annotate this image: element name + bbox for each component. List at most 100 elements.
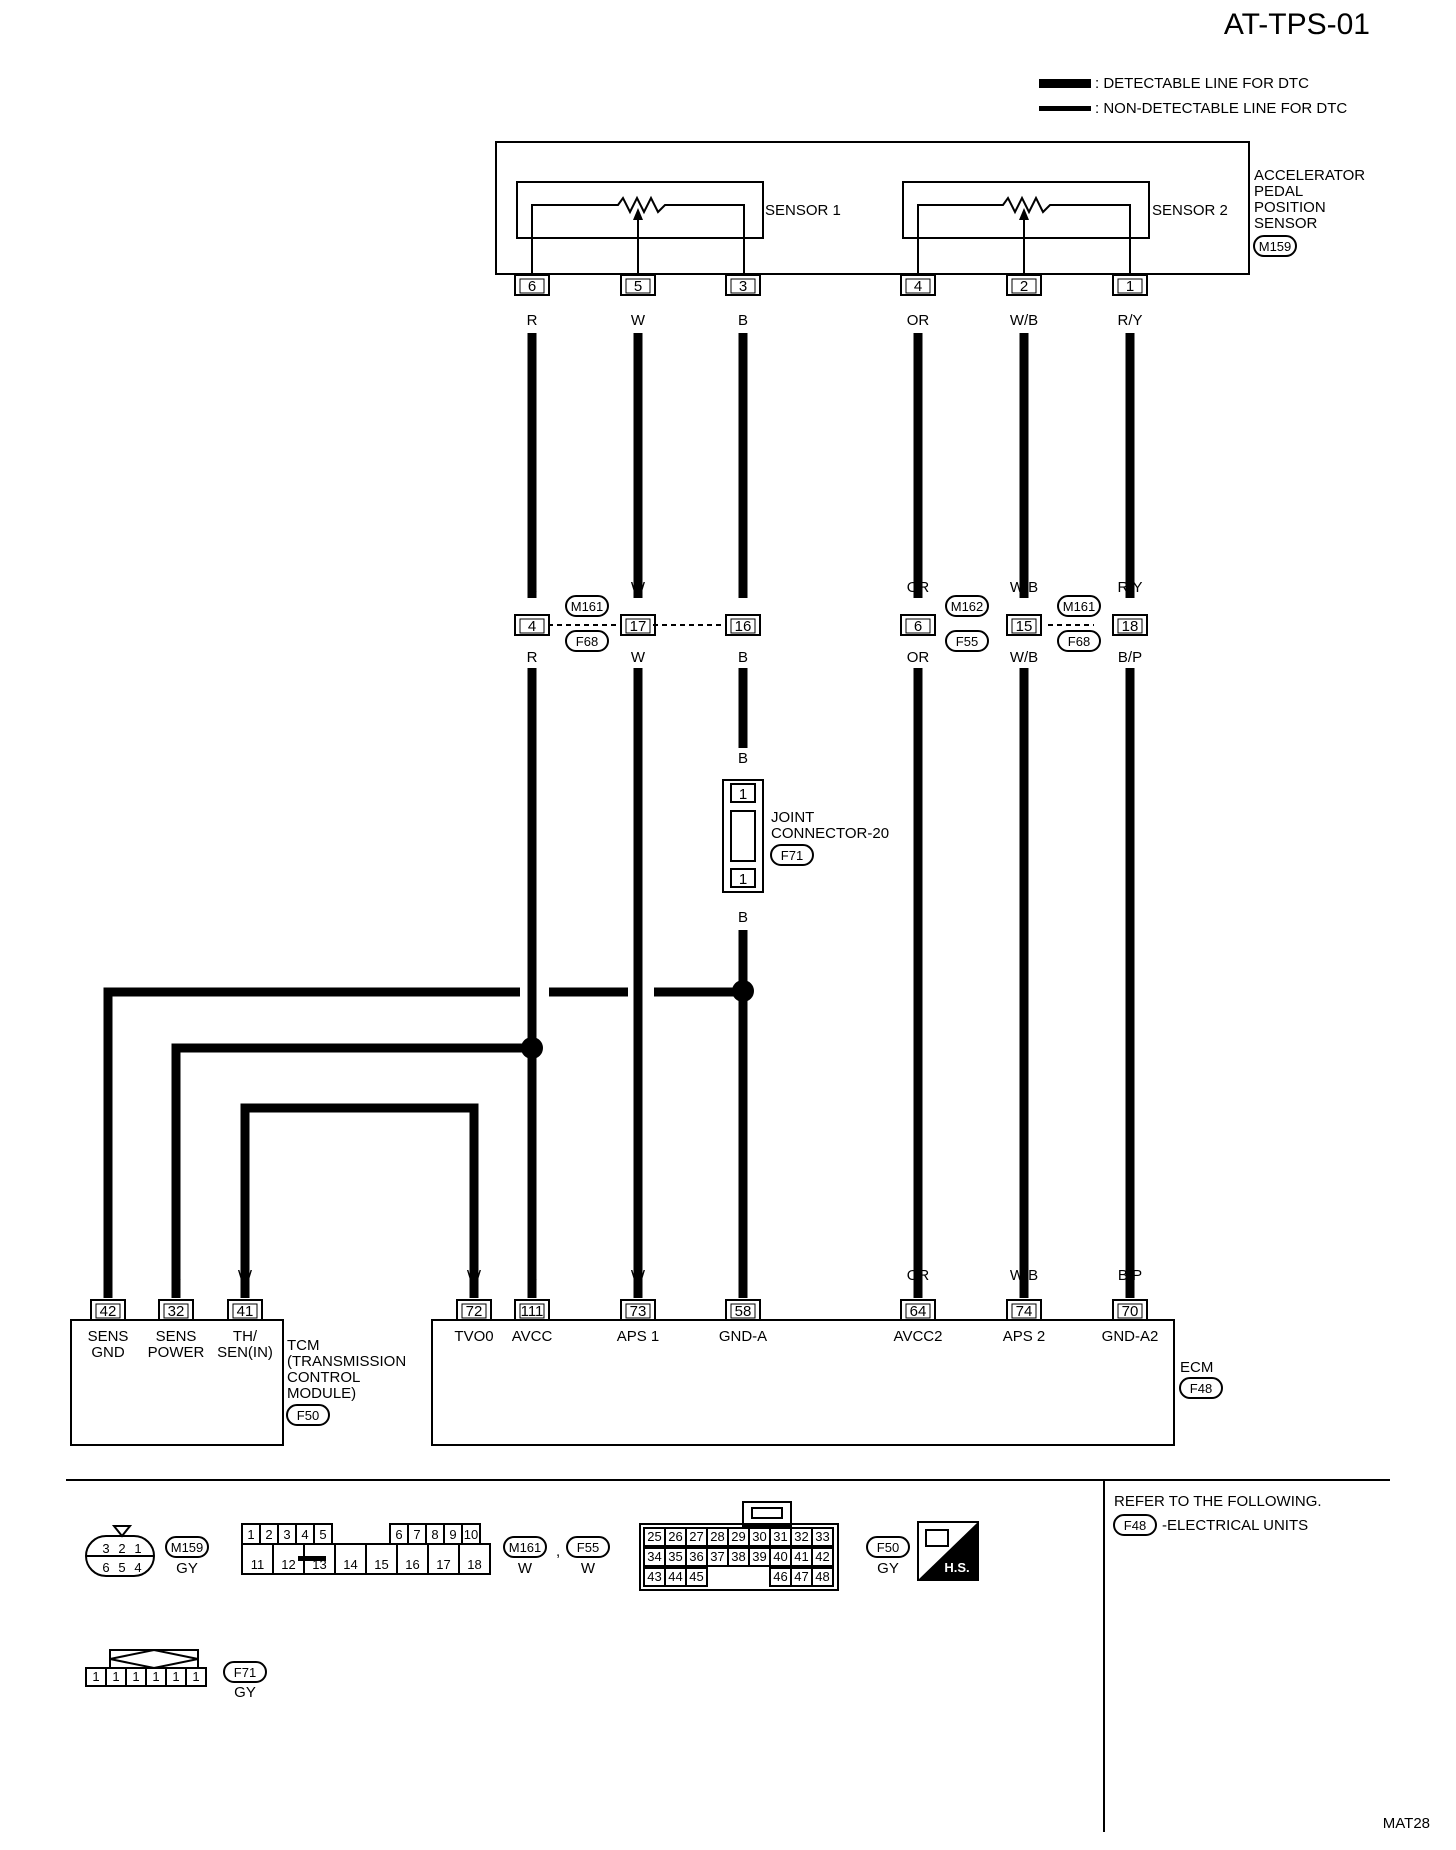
ecm-label: ECM <box>1180 1359 1213 1376</box>
tcm-wire-color-2: R <box>171 1267 182 1284</box>
m159-pin-2: 2 <box>118 1541 125 1556</box>
sensor-connector-tag-outline <box>1253 235 1297 257</box>
m161-pin-14: 14 <box>343 1557 357 1572</box>
f50-pin-45: 45 <box>689 1569 703 1584</box>
sensor-title-line-3: POSITION <box>1254 199 1326 216</box>
joint-color-below-4: OR <box>907 649 930 666</box>
f55-tag: F55 <box>577 1540 599 1555</box>
joint-tag-right-bottom: F68 <box>1068 634 1090 649</box>
sensor2-label: SENSOR 2 <box>1152 202 1228 219</box>
joint-color-below-5: W/B <box>1010 649 1038 666</box>
m161-pin-16: 16 <box>405 1557 419 1572</box>
accelerator-pedal-position-sensor: SENSOR 1 SENSOR 2 ACCELERATOR PEDAL POSI… <box>495 141 1365 280</box>
sensor-connector-tag: M159 <box>1259 239 1292 254</box>
f71-cell-1 <box>185 1667 207 1687</box>
joint-tag-mid-top: M162 <box>951 599 984 614</box>
m161-pin-13: 13 <box>312 1557 326 1572</box>
joint-color-above-2: W <box>631 579 646 596</box>
sensor2-frame <box>902 181 1150 239</box>
f50-pin-36: 36 <box>689 1549 703 1564</box>
sensor-wire-color-6: R/Y <box>1117 312 1142 329</box>
m161-pin-7: 7 <box>413 1527 420 1542</box>
f50-cell-48 <box>811 1567 834 1587</box>
tcm-label-line-4: MODULE) <box>287 1385 356 1402</box>
sensor-pin-6: 1 <box>1126 278 1134 295</box>
ecm-pin-4-inner <box>905 1303 931 1319</box>
hs-badge-harness-icon <box>925 1529 949 1547</box>
f71-pin-1: 1 <box>132 1669 139 1684</box>
m161-cell-18 <box>458 1543 491 1575</box>
tcm-pin-label-1-b: GND <box>91 1344 125 1361</box>
tcm-pin-3: 41 <box>237 1303 254 1320</box>
ecm-tvo-pin-inner <box>461 1303 487 1319</box>
f71-color: GY <box>234 1684 256 1701</box>
f50-pin-31: 31 <box>773 1529 787 1544</box>
tcm-connector-tag: F50 <box>297 1408 319 1423</box>
ecm-tvo-label: TVO0 <box>454 1328 493 1345</box>
m161-color: W <box>518 1560 533 1577</box>
joint-pin-4-inner <box>905 618 931 634</box>
ecm-connector-tag-outline <box>1179 1377 1223 1399</box>
m161-pin-3: 3 <box>283 1527 290 1542</box>
joint-color-above-6: R/Y <box>1117 579 1142 596</box>
sensor2-resistor-icon <box>917 195 1131 280</box>
tcm-pin-1-inner <box>95 1303 121 1319</box>
sensor1-resistor-icon <box>531 195 745 280</box>
m161-pin-1: 1 <box>247 1527 254 1542</box>
joint-color-below-1: R <box>527 649 538 666</box>
legend-detectable-text: : DETECTABLE LINE FOR DTC <box>1095 75 1309 92</box>
f50-pin-28: 28 <box>710 1529 724 1544</box>
joint-color-above-1: R <box>527 579 538 596</box>
f50-pin-43: 43 <box>647 1569 661 1584</box>
joint-connector-bus <box>730 810 756 862</box>
joint-pin-6-inner <box>1117 618 1143 634</box>
joint-pin-3-inner <box>730 618 756 634</box>
sensor-title-line-1: ACCELERATOR <box>1254 167 1365 184</box>
tcm-label-line-3: CONTROL <box>287 1369 360 1386</box>
tcm-pin-label-3-a: TH/ <box>233 1328 258 1345</box>
f50-latch-inner <box>751 1507 783 1519</box>
sensor-pin-6-inner <box>1117 278 1143 294</box>
f50-cell-42 <box>811 1547 834 1567</box>
f71-pin-1: 1 <box>172 1669 179 1684</box>
joint-connector-20: 1 1 B B JOINT CONNECTOR-20 F71 <box>722 750 889 926</box>
ecm-pin-label-5: APS 2 <box>1003 1328 1046 1345</box>
m161-pin-18: 18 <box>467 1557 481 1572</box>
joint-color-below-6: B/P <box>1118 649 1142 666</box>
m161-tag: M161 <box>509 1540 542 1555</box>
tcm-pin-2: 32 <box>168 1303 185 1320</box>
f50-latch-icon <box>742 1501 792 1527</box>
refer-tag: F48 <box>1124 1518 1146 1533</box>
ecm-pin-1: 111 <box>521 1303 544 1320</box>
joint-tag-mid-bottom: F55 <box>956 634 978 649</box>
m159-pin-1: 1 <box>134 1541 141 1556</box>
f50-pin-42: 42 <box>815 1549 829 1564</box>
f50-pin-34: 34 <box>647 1549 661 1564</box>
joint-pin-5-inner <box>1011 618 1037 634</box>
m159-pin-4: 4 <box>134 1560 141 1575</box>
sensor-pin-1: 6 <box>528 278 536 295</box>
sensor-pin-5: 2 <box>1020 278 1028 295</box>
m161-pin-15: 15 <box>374 1557 388 1572</box>
joint-pin-2-inner <box>625 618 651 634</box>
refer-line-2: -ELECTRICAL UNITS <box>1162 1517 1308 1534</box>
f50-color: GY <box>877 1560 899 1577</box>
ecm-box <box>431 1319 1175 1446</box>
legend-detectable-line-swatch <box>1039 79 1091 88</box>
f71-pin-1: 1 <box>92 1669 99 1684</box>
legend-non-detectable-text: : NON-DETECTABLE LINE FOR DTC <box>1095 100 1347 117</box>
f50-cell-45 <box>685 1567 708 1587</box>
tcm-wire-color-3: W <box>238 1267 253 1284</box>
hs-badge-text: H.S. <box>944 1560 969 1575</box>
joint-connector-color-below: B <box>738 909 748 926</box>
f50-tag-outline <box>866 1536 910 1558</box>
ecm-tvo-wire-color: W <box>467 1267 482 1284</box>
joint-tag-right-top-outline <box>1057 595 1101 617</box>
sens-power-wire <box>171 1043 532 1298</box>
ecm-wire-color-6: B/P <box>1118 1267 1142 1284</box>
joint-pin-1: 4 <box>528 618 536 635</box>
joint-color-above-5: W/B <box>1010 579 1038 596</box>
f50-pin-27: 27 <box>689 1529 703 1544</box>
ecm-pin-6-inner <box>1117 1303 1143 1319</box>
